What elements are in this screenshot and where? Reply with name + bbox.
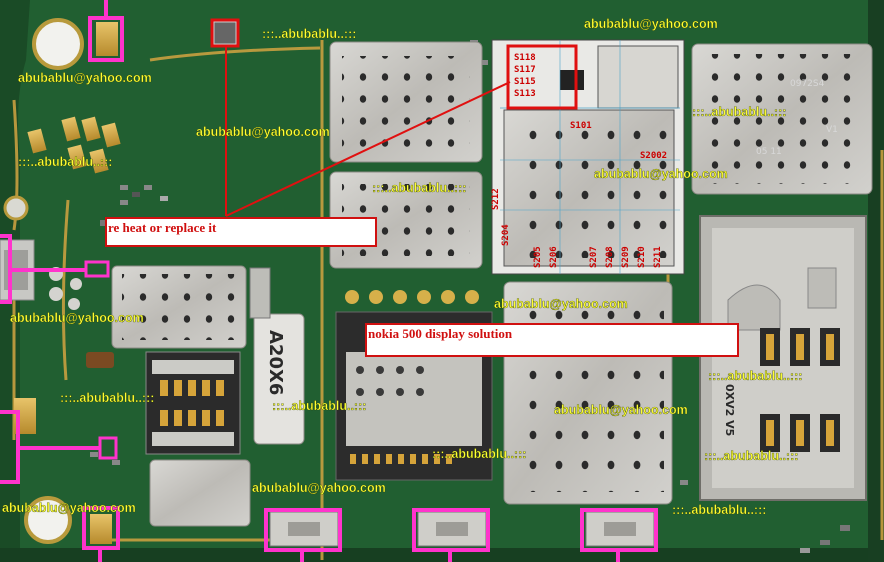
watermark-email: abubablu@yahoo.com <box>196 125 330 139</box>
small-chip-top <box>213 21 237 45</box>
watermark-handle: :::..abubablu..::: <box>692 105 786 119</box>
watermark-handle: :::..abubablu..::: <box>272 399 366 413</box>
inductor <box>86 352 114 368</box>
mounting-hole-top <box>32 18 84 70</box>
sim-holder-marking: 0XV2 V5 <box>723 384 736 436</box>
chip-label-s206: S206 <box>549 246 559 268</box>
watermark-handle: :::..abubablu..::: <box>372 181 466 195</box>
sim-card-holder: 0XV2 V5 <box>699 215 867 501</box>
gold-pad-bottom-left <box>90 514 112 544</box>
chip-label-s204: S204 <box>501 224 511 246</box>
watermark-email: abubablu@yahoo.com <box>494 297 628 311</box>
schematic-overlay: S118 S117 S115 S113 S101 S2002 S204 S205… <box>491 39 685 275</box>
shield-top-right-marking: 0972S4 <box>790 79 825 89</box>
chip-label-s115: S115 <box>514 77 536 87</box>
watermark-email: abubablu@yahoo.com <box>584 17 718 31</box>
watermark-handle: :::..abubablu..::: <box>704 449 798 463</box>
watermark-handle: :::..abubablu..::: <box>60 391 154 405</box>
annotation-reheat: re heat or replace it <box>105 217 377 247</box>
test-pad-left <box>3 195 29 221</box>
schematic-highlight-box <box>506 44 578 110</box>
annotation-title: nokia 500 display solution <box>365 323 739 357</box>
chip-label-s101: S101 <box>570 121 592 131</box>
shield-left-middle <box>111 265 247 349</box>
watermark-email: abubablu@yahoo.com <box>594 167 728 181</box>
watermark-handle: :::..abubablu..::: <box>262 27 356 41</box>
watermark-email: abubablu@yahoo.com <box>10 311 144 325</box>
title-note-text: nokia 500 display solution <box>368 326 513 341</box>
shield-bottom-center <box>503 281 673 505</box>
watermark-email: abubablu@yahoo.com <box>2 501 136 515</box>
reheat-note-text: re heat or replace it <box>108 220 217 235</box>
gold-pad-cluster <box>27 116 121 174</box>
board-edge-bottom <box>0 548 884 562</box>
watermarks: abubablu@yahoo.com :::..abubablu..::: ab… <box>2 17 803 517</box>
watermark-email: abubablu@yahoo.com <box>252 481 386 495</box>
chip-label-s207: S207 <box>589 246 599 268</box>
chip-label-s2002: S2002 <box>640 151 667 161</box>
chip-label-s210: S210 <box>637 246 647 268</box>
shield-bottom-left <box>149 459 251 527</box>
gold-pad-top-left <box>96 22 118 56</box>
watermark-handle: :::..abubablu..::: <box>672 503 766 517</box>
watermark-handle: :::..abubablu..::: <box>708 369 802 383</box>
chip-label-s212: S212 <box>491 188 501 210</box>
chip-label-s113: S113 <box>514 89 536 99</box>
shield-top-right: 0972S4 V1 05 11 <box>691 43 873 195</box>
chip-label-s211: S211 <box>653 246 663 268</box>
chip-label-s117: S117 <box>514 65 536 75</box>
crystal-marking: A20X6 <box>265 330 286 395</box>
chip-label-s205: S205 <box>533 246 543 268</box>
tactile-switches <box>269 511 655 547</box>
chip-label-s209: S209 <box>621 246 631 268</box>
small-card-connector <box>145 351 241 455</box>
shield-top-left <box>329 41 483 163</box>
red-pointers <box>210 18 511 217</box>
chip-label-s118: S118 <box>514 53 536 63</box>
watermark-email: abubablu@yahoo.com <box>554 403 688 417</box>
metal-bracket <box>249 267 271 319</box>
watermark-email: abubablu@yahoo.com <box>18 71 152 85</box>
watermark-handle: :::..abubablu..::: <box>18 155 112 169</box>
crystal-component: A20X6 <box>253 313 305 445</box>
watermark-handle: :::..abubablu..::: <box>432 447 526 461</box>
magenta-highlights <box>0 0 658 562</box>
chip-label-s208: S208 <box>605 246 615 268</box>
shield-v1-marking: V1 <box>826 125 838 135</box>
shield-0511-marking: 05 11 <box>756 147 782 157</box>
mounting-hole-bottom <box>24 496 72 544</box>
